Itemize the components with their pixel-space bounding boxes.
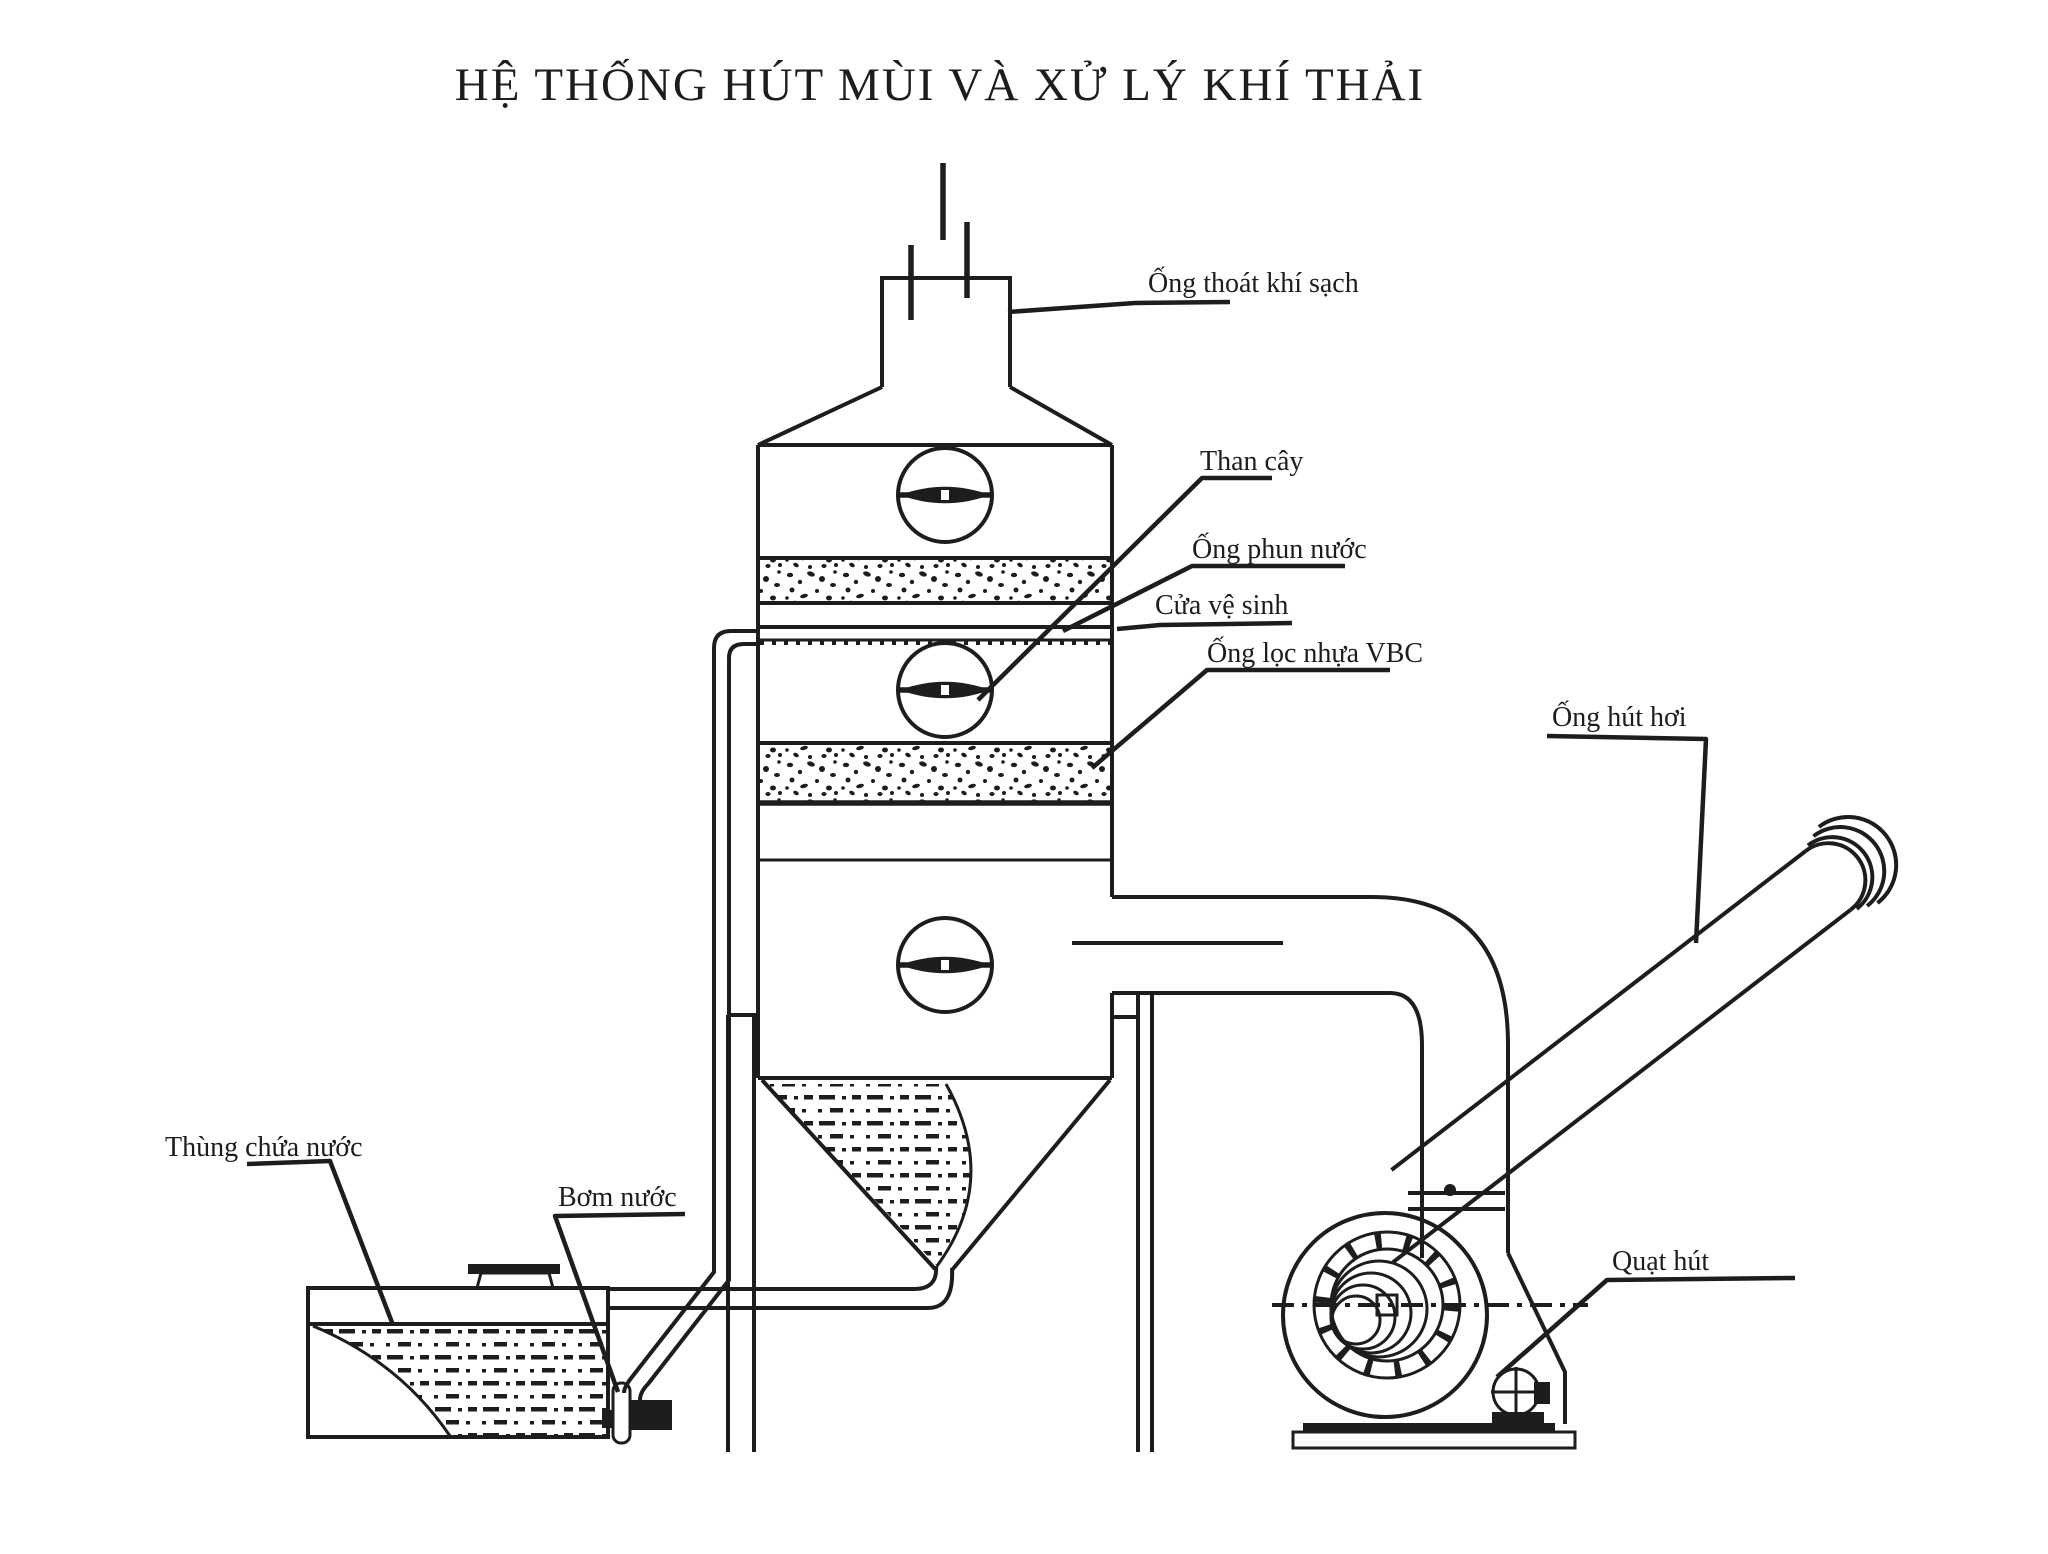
label-water-pump: Bơm nước	[558, 1182, 677, 1213]
charcoal-bed	[758, 556, 1112, 605]
fan-motor	[1491, 1367, 1550, 1424]
damper-top	[896, 446, 994, 544]
damper-middle	[896, 641, 994, 739]
vapor-suction-pipe	[1390, 815, 1899, 1264]
exhaust-flow-lines	[908, 163, 970, 320]
label-clean-air-outlet: Ống thoát khí sạch	[1148, 267, 1359, 299]
leader-lines	[246, 299, 1796, 1393]
water-pump	[602, 1381, 672, 1445]
label-cleaning-door: Cửa vệ sinh	[1155, 590, 1288, 621]
label-water-tank: Thùng chứa nước	[165, 1132, 363, 1163]
chimney	[757, 276, 1113, 447]
hopper	[758, 1076, 1112, 1310]
water-tank	[306, 1264, 610, 1439]
label-charcoal: Than cây	[1200, 446, 1303, 477]
diagram-title: HỆ THỐNG HÚT MÙI VÀ XỬ LÝ KHÍ THẢI	[455, 58, 1425, 111]
water-piping	[608, 629, 928, 1401]
damper-bottom	[896, 916, 994, 1014]
label-water-spray-pipe: Ống phun nước	[1192, 533, 1367, 565]
scrubber-tower	[726, 163, 1154, 1452]
outlet-duct	[1072, 895, 1510, 1258]
label-suction-fan: Quạt hút	[1612, 1246, 1709, 1277]
vbc-filter-bed	[758, 741, 1112, 806]
label-vapor-suction-pipe: Ống hút hơi	[1552, 701, 1687, 733]
suction-fan	[1272, 1211, 1588, 1450]
label-vbc-filter-pipe: Ống lọc nhựa VBC	[1207, 637, 1423, 669]
spray-header	[758, 638, 1112, 645]
